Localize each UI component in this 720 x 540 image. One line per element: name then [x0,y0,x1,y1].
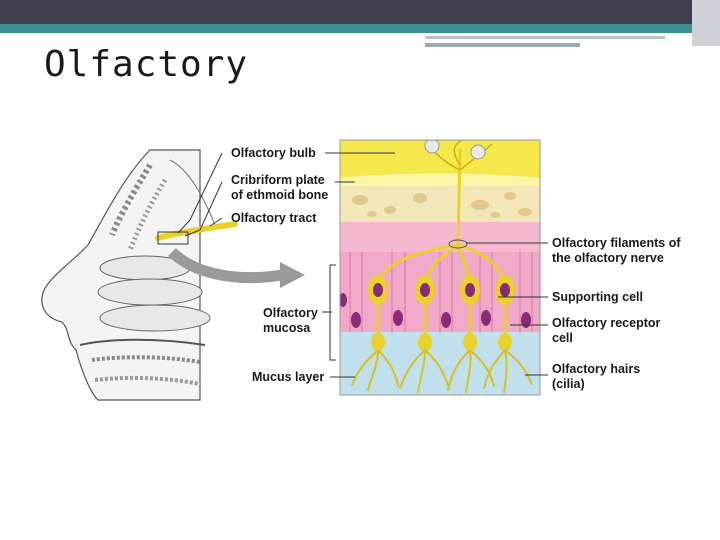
inferior-concha [99,304,211,332]
mitral-cell [470,144,486,160]
label-olfactory-mucosa: Olfactory [263,306,318,320]
label-cribriform-plate-2: of ethmoid bone [231,188,328,202]
head-illustration [41,149,305,401]
slide-title: Olfactory [44,44,249,85]
top-bar [0,0,720,24]
bone-hatching [127,178,168,251]
panel-border [339,139,541,396]
label-olfactory-receptor-cell: Olfactory receptor [552,316,661,330]
mitral-cell [424,140,440,154]
zoom-arrow [168,247,283,284]
teeth [94,375,201,386]
label-olfactory-mucosa-2: mucosa [263,321,311,335]
epithelium-cells [349,252,533,332]
teeth [91,355,201,364]
olfactory-tract-shape [155,221,238,241]
supporting-cell-nuclei [340,293,531,328]
label-olfactory-receptor-cell-2: cell [552,331,573,345]
accent-line [425,36,665,39]
leader-lines [177,152,548,378]
label-olfactory-hairs-2: (cilia) [552,377,585,391]
middle-concha [97,278,203,306]
label-supporting-cell: Supporting cell [552,290,643,304]
label-mucus-layer: Mucus layer [252,370,324,384]
brain-outline [169,159,216,226]
hard-palate [79,338,206,346]
label-olfactory-filaments-2: the olfactory nerve [552,251,664,265]
receptor-neurons [351,275,533,393]
zoom-arrowhead [280,262,305,288]
label-olfactory-hairs: Olfactory hairs [552,362,640,376]
top-bar-corner [692,0,720,46]
top-bar-accent [0,24,720,33]
bulb-layer [340,140,540,178]
label-olfactory-bulb: Olfactory bulb [231,146,316,160]
accent-line [425,43,580,47]
label-olfactory-tract: Olfactory tract [231,211,317,225]
diagram-labels: Olfactory bulb Cribriform plate of ethmo… [231,146,681,391]
cilia [351,349,533,393]
bone-pores [352,192,532,218]
label-cribriform-plate: Cribriform plate [231,173,325,187]
label-olfactory-filaments: Olfactory filaments of [552,236,681,250]
bone-hatching [109,163,153,237]
filament-bundle [448,239,468,249]
bulb-edge [340,173,540,186]
magnified-panel [340,140,540,395]
cribriform-region-box [157,231,189,245]
